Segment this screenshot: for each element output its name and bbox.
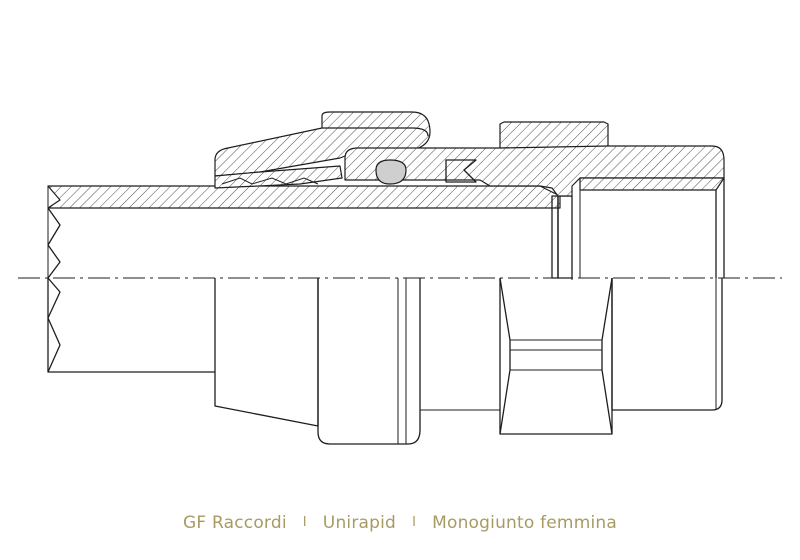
caption-brand: GF Raccordi xyxy=(183,513,287,533)
caption-series: Unirapid xyxy=(322,513,397,533)
o-ring xyxy=(375,159,407,185)
grip-teeth-section xyxy=(214,165,343,189)
nut-external-view xyxy=(317,278,500,445)
clamp-ring-section xyxy=(214,111,431,177)
caption-separator: I xyxy=(412,514,417,530)
pipe-wall-section xyxy=(47,185,561,279)
caption: GF Raccordi I Unirapid I Monogiunto femm… xyxy=(0,508,800,538)
female-thread-section xyxy=(579,177,725,278)
caption-separator: I xyxy=(302,514,307,530)
pipe-external-view xyxy=(47,277,215,373)
female-end-external-view xyxy=(571,278,723,411)
clamp-ring-external-view xyxy=(214,278,319,427)
fitting-section-drawing xyxy=(18,111,782,445)
caption-product: Monogiunto femmina xyxy=(432,513,617,533)
seal-lip xyxy=(445,159,477,183)
body-hex-external-view xyxy=(499,277,613,435)
